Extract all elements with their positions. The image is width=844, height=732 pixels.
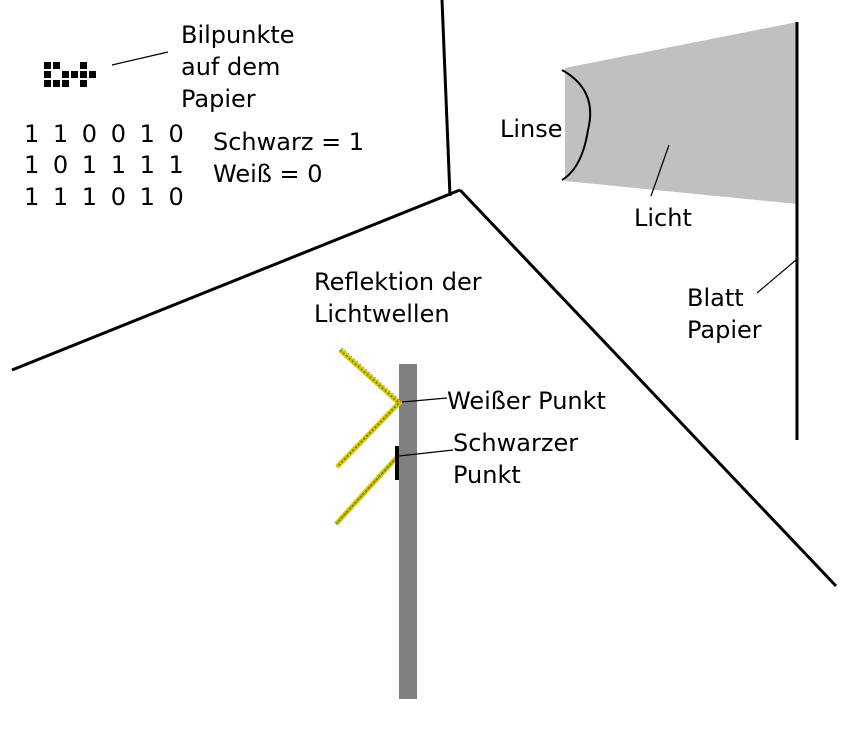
pixel-cell-black: [71, 71, 78, 78]
pixel-cell-black: [62, 71, 69, 78]
lens: [561, 69, 592, 181]
paper-label-pointer: [756, 259, 797, 294]
lens-label: Linse: [500, 115, 563, 143]
pixel-cell-black: [53, 62, 60, 69]
paper-label-line-2: Papier: [687, 316, 762, 344]
pixel-panel: Bilpunkte auf dem Papier 1 1 0 0 1 0 1 0…: [24, 21, 364, 211]
pixel-cell-black: [80, 62, 87, 69]
panel-dividers: [11, 0, 838, 588]
reflection-panel: Reflektion der Lichtwellen Weißer Punkt …: [314, 268, 606, 699]
paper-cross-section: [399, 364, 417, 699]
pixel-cell-black: [53, 80, 60, 87]
light-beam: [565, 22, 797, 204]
divider-top-vertical: [440, 0, 452, 197]
pixel-grid: [44, 62, 96, 87]
light-label: Licht: [634, 204, 692, 232]
binary-row-2: 1 0 1 1 1 1: [24, 151, 187, 179]
pixel-label-pointer: [111, 51, 169, 66]
pixel-label-line-3: Papier: [181, 85, 256, 113]
reflected-wave-white-point: [335, 347, 403, 469]
black-point-mark: [395, 446, 399, 480]
black-point-pointer: [398, 449, 454, 457]
absorbed-wave-black-point: [334, 454, 400, 526]
pixel-cell-black: [44, 62, 51, 69]
pixel-cell-black: [44, 71, 51, 78]
pixel-label-line-1: Bilpunkte: [181, 21, 295, 49]
reflection-title-line-2: Lichtwellen: [314, 300, 450, 328]
pixel-cell-black: [80, 80, 87, 87]
white-point-label: Weißer Punkt: [447, 387, 606, 415]
divider-left-diagonal: [11, 188, 461, 372]
black-point-label-line-2: Punkt: [453, 461, 521, 489]
light-label-pointer: [650, 144, 670, 197]
scanner-panel: Linse Licht Blatt Papier: [500, 22, 799, 440]
legend-white: Weiß = 0: [213, 160, 323, 188]
binary-row-3: 1 1 1 0 1 0: [24, 183, 187, 211]
binary-row-1: 1 1 0 0 1 0: [24, 120, 187, 148]
pixel-cell-black: [89, 71, 96, 78]
pixel-cell-black: [62, 80, 69, 87]
black-point-label-line-1: Schwarzer: [453, 429, 578, 457]
pixel-cell-black: [80, 71, 87, 78]
pixel-cell-black: [44, 80, 51, 87]
white-point-pointer: [401, 397, 448, 403]
divider-right-diagonal: [458, 188, 838, 588]
paper-label-line-1: Blatt: [687, 284, 744, 312]
legend-black: Schwarz = 1: [213, 128, 364, 156]
reflection-title-line-1: Reflektion der: [314, 268, 482, 296]
pixel-label-line-2: auf dem: [181, 53, 280, 81]
